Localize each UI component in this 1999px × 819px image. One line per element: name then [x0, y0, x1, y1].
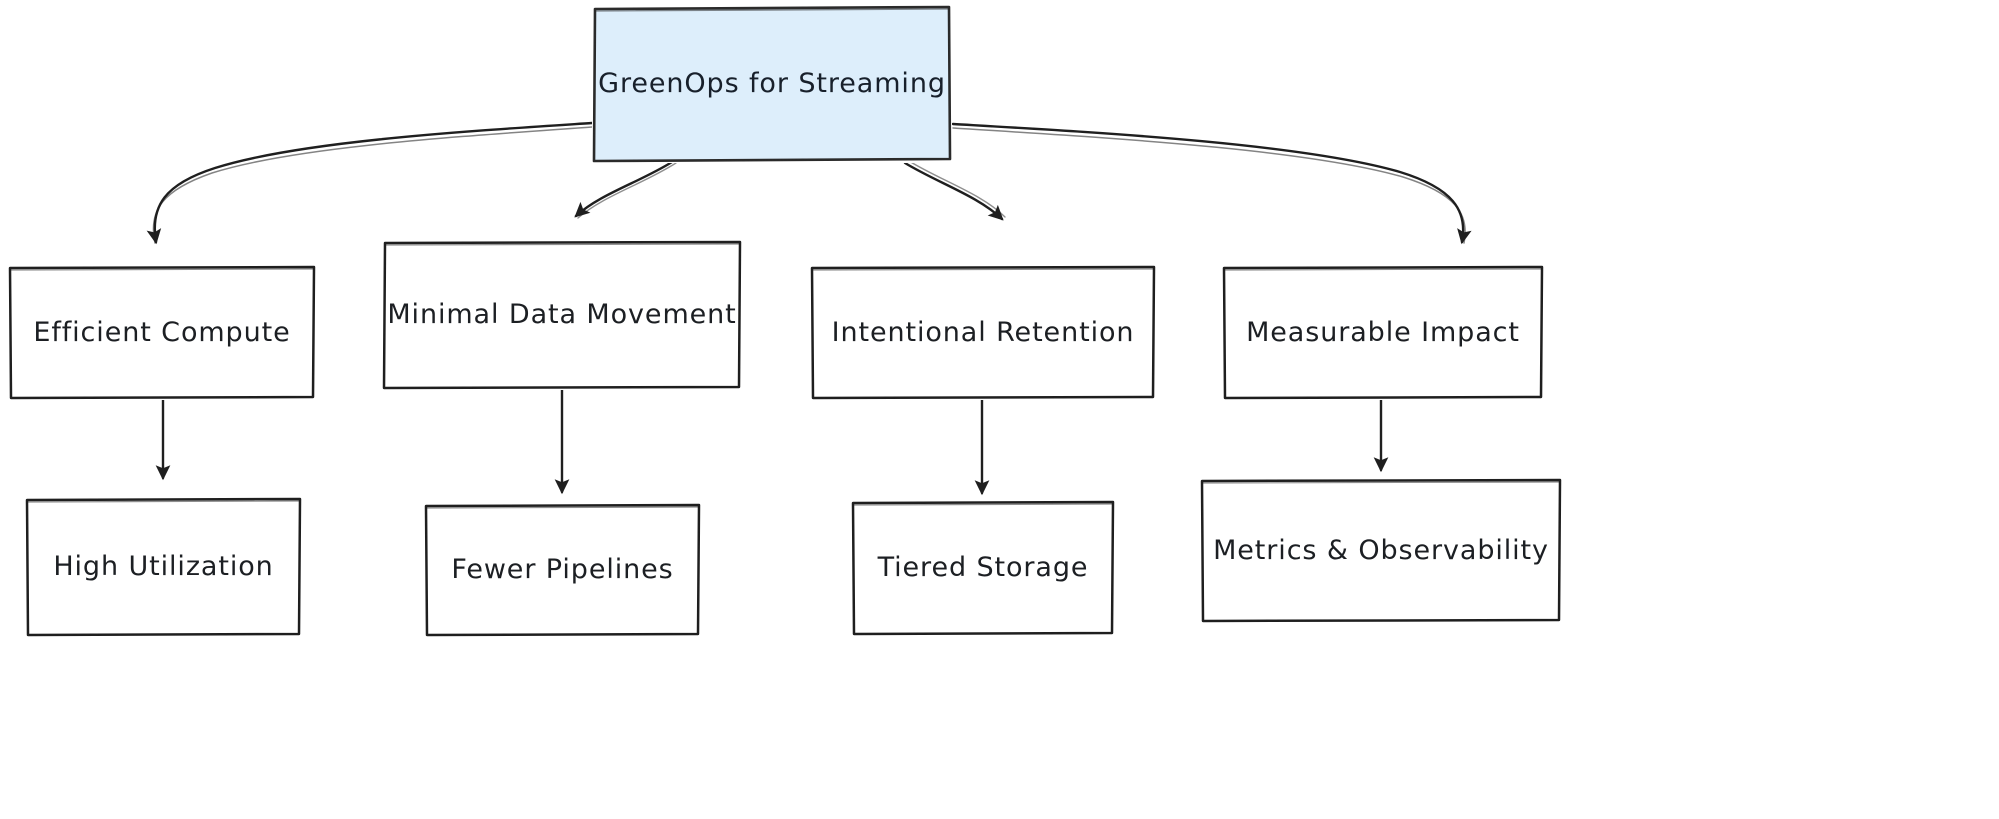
node-high-utilization[interactable]: High Utilization [25, 497, 302, 637]
node-measurable-impact-label: Measurable Impact [1246, 316, 1520, 348]
node-metrics-observability[interactable]: Metrics & Observability [1200, 478, 1562, 623]
node-metrics-observability-label: Metrics & Observability [1213, 534, 1549, 566]
edge-root-to-efficient-compute [146, 121, 594, 245]
node-tiered-storage-label: Tiered Storage [877, 552, 1089, 584]
edge-root-to-intentional-retention-sketch [908, 160, 1006, 218]
node-minimal-data-movement-label: Minimal Data Movement [387, 299, 737, 331]
node-minimal-data-movement[interactable]: Minimal Data Movement [382, 240, 742, 390]
node-high-utilization-label: High Utilization [53, 551, 274, 583]
node-intentional-retention[interactable]: Intentional Retention [810, 265, 1156, 400]
node-root-label: GreenOps for Streaming [598, 68, 946, 100]
edge-root-to-measurable-impact-sketch [952, 127, 1466, 244]
node-fewer-pipelines[interactable]: Fewer Pipelines [424, 503, 701, 637]
node-intentional-retention-label: Intentional Retention [831, 316, 1135, 348]
edge-root-to-efficient-compute-sketch [152, 126, 593, 244]
node-fewer-pipelines-label: Fewer Pipelines [451, 554, 674, 586]
edge-root-to-measurable-impact [951, 122, 1472, 245]
node-tiered-storage[interactable]: Tiered Storage [851, 500, 1115, 636]
edge-root-to-intentional-retention [903, 161, 1004, 221]
edge-root-to-minimal-data-movement [574, 160, 674, 218]
node-efficient-compute[interactable]: Efficient Compute [8, 265, 316, 400]
node-measurable-impact[interactable]: Measurable Impact [1222, 265, 1544, 400]
edge-root-to-minimal-data-movement-sketch [577, 162, 677, 219]
node-root[interactable]: GreenOps for Streaming [592, 5, 952, 163]
node-efficient-compute-label: Efficient Compute [33, 316, 291, 348]
